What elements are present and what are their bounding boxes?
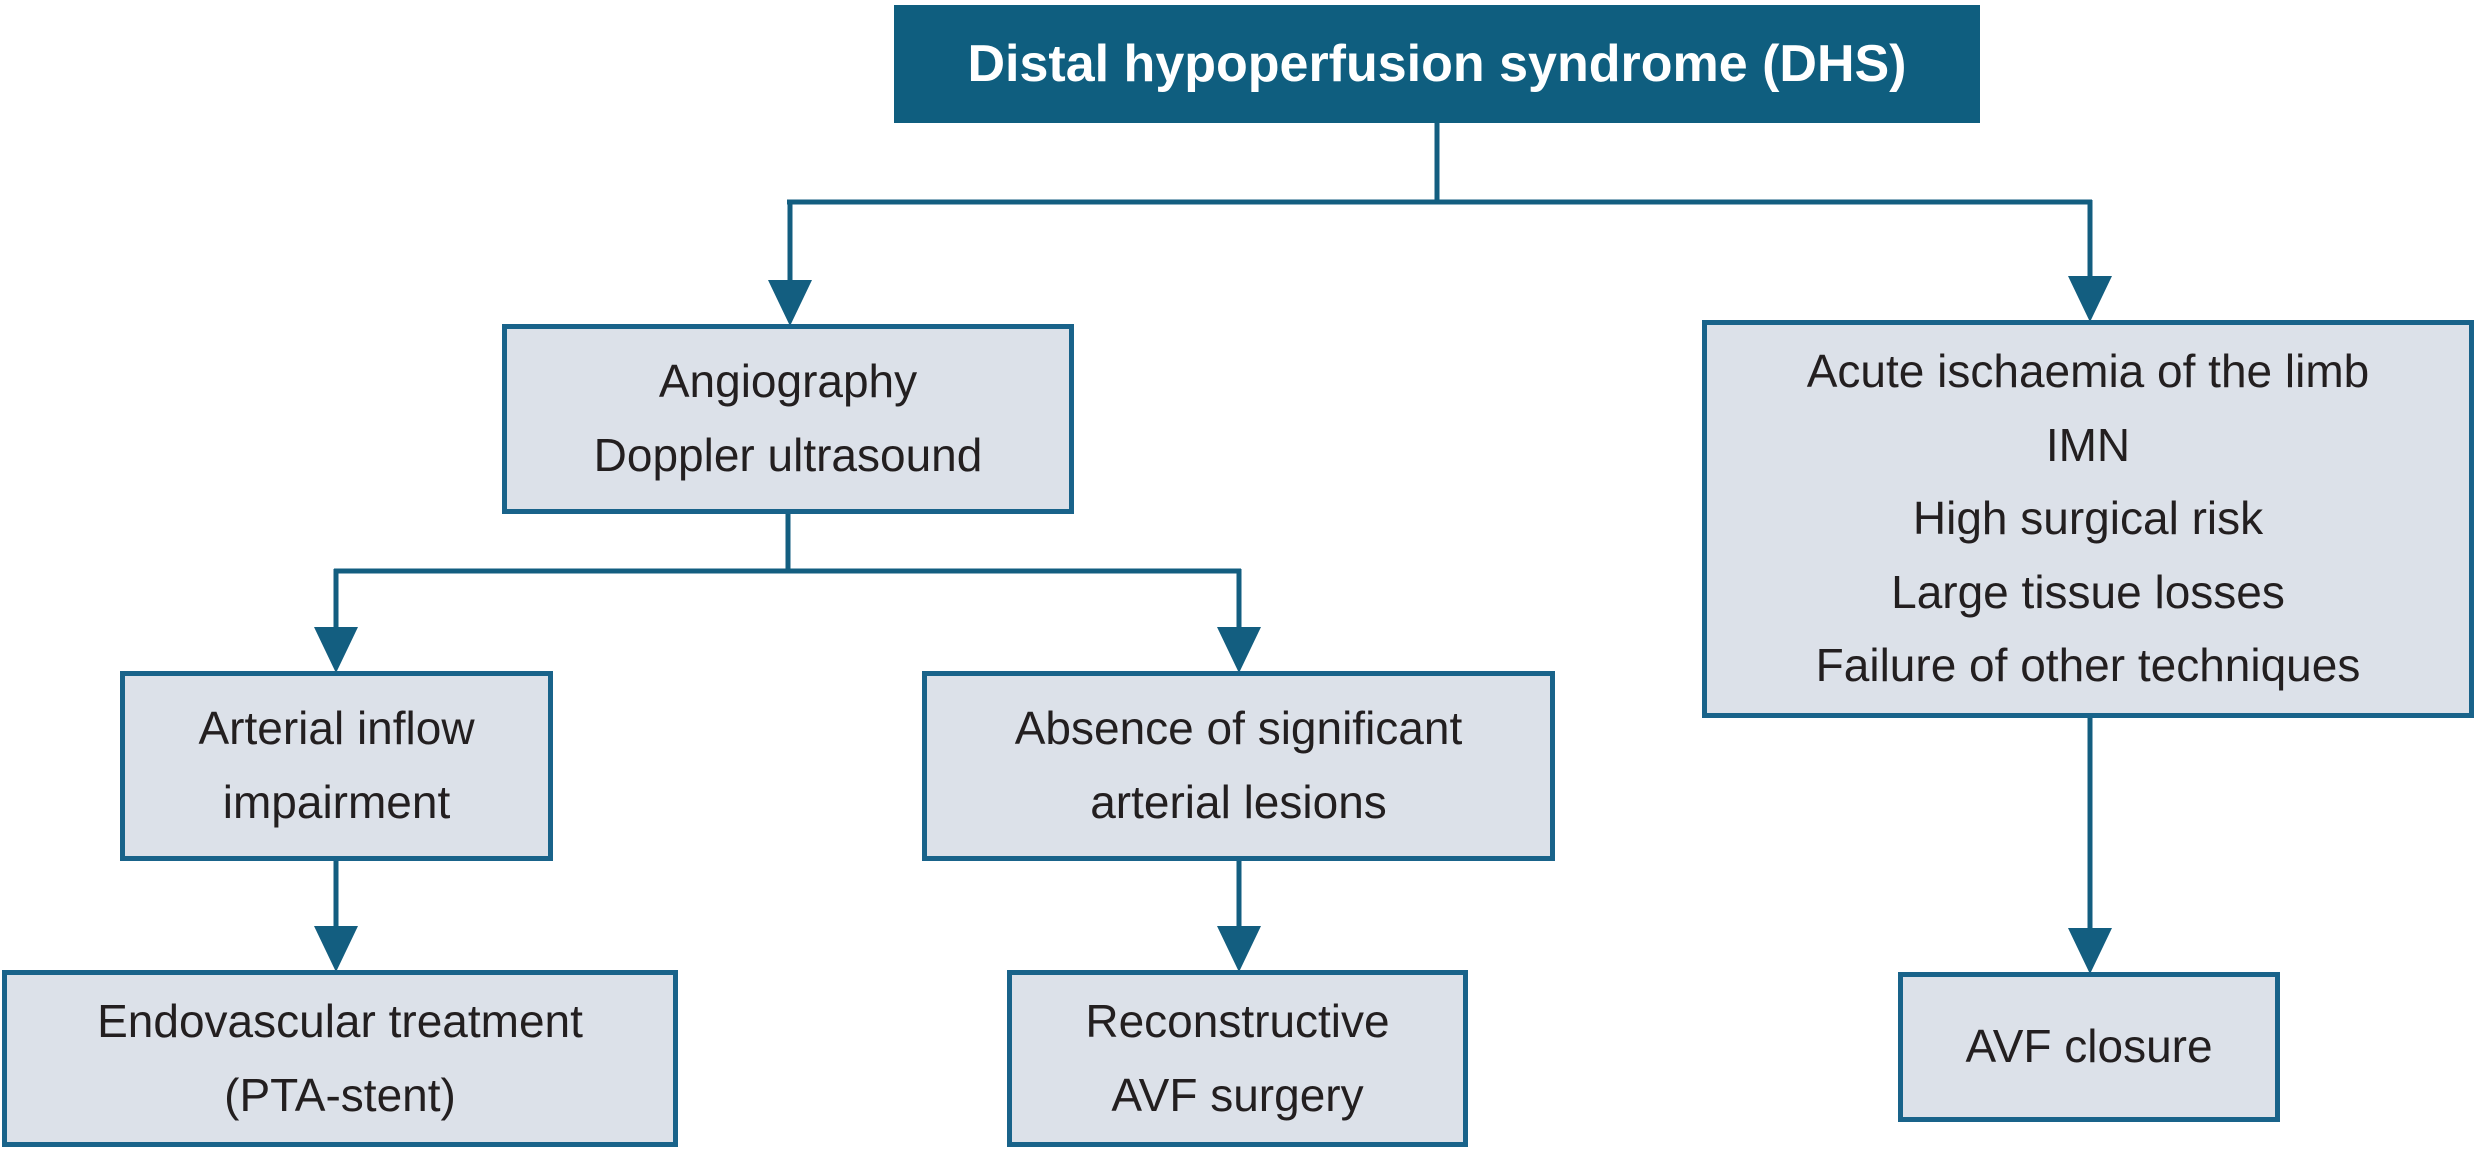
node-absence-arterial-lesions: Absence of significant arterial lesions [922,671,1555,861]
node-diagnostics: Angiography Doppler ultrasound [502,324,1074,514]
node-indications: Acute ischaemia of the limb IMN High sur… [1702,320,2474,718]
arrowhead-endovascular [314,926,358,972]
arrowhead-indications [2068,276,2112,322]
node-avf-closure: AVF closure [1898,972,2280,1122]
node-reconstructive-avf-surgery: Reconstructive AVF surgery [1007,970,1468,1147]
arrowhead-avf-closure [2068,928,2112,974]
node-arterial-inflow-impairment: Arterial inflow impairment [120,671,553,861]
arrowhead-arterial [314,627,358,673]
arrowhead-reconstructive [1217,926,1261,972]
arrowhead-diagnostics [768,280,812,326]
arrowhead-absence [1217,627,1261,673]
node-endovascular-treatment: Endovascular treatment (PTA-stent) [2,970,678,1147]
node-dhs-title: Distal hypoperfusion syndrome (DHS) [894,5,1980,123]
